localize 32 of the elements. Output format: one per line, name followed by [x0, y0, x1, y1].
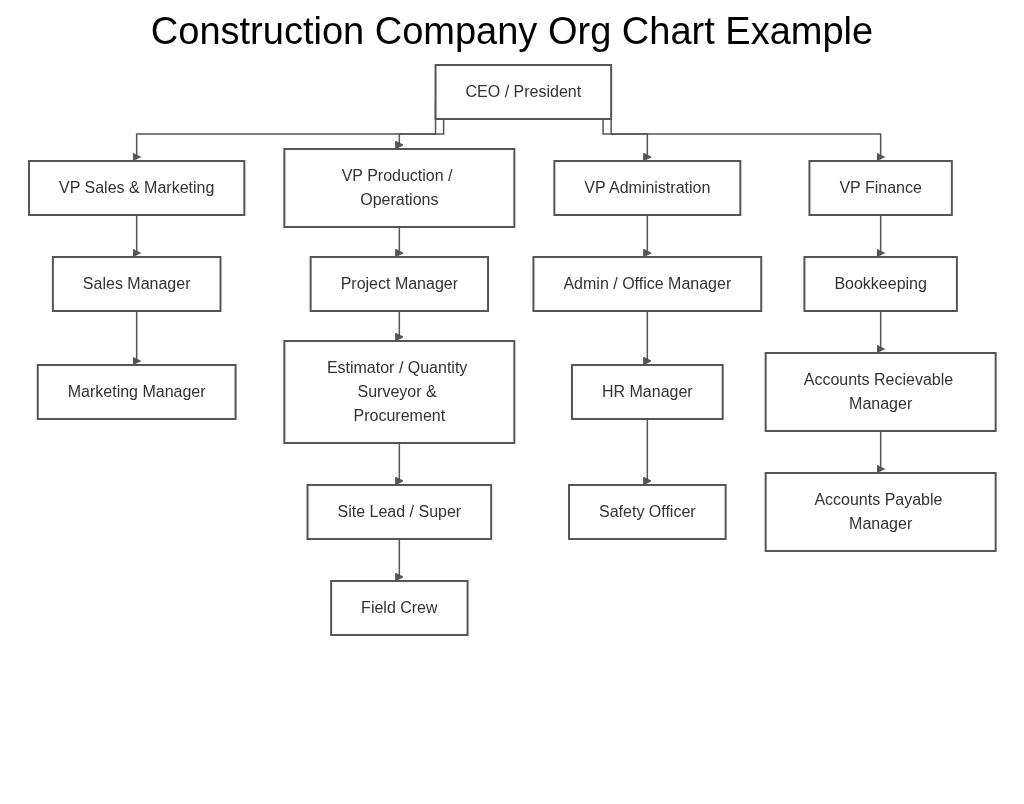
arrow: [394, 310, 404, 342]
arrow: [642, 310, 652, 366]
node-box: VP Production / Operations: [283, 148, 515, 228]
node-box: HR Manager: [570, 364, 724, 420]
arrow: [642, 214, 652, 258]
arrow: [131, 214, 141, 258]
arrow: [394, 442, 404, 486]
node-box: Accounts Payable Manager: [764, 472, 997, 552]
node-box: VP Finance: [808, 160, 953, 216]
node-box: Marketing Manager: [36, 364, 237, 420]
chart-title: Construction Company Org Chart Example: [149, 10, 875, 53]
arrow: [394, 118, 445, 150]
node-box: Site Lead / Super: [306, 484, 492, 540]
node-box: CEO / President: [434, 64, 612, 120]
arrow: [394, 538, 404, 582]
arrow: [875, 430, 885, 474]
node-box: VP Sales & Marketing: [27, 160, 245, 216]
node-box: Accounts Recievable Manager: [764, 352, 997, 432]
arrow: [394, 226, 404, 258]
node-box: Bookkeeping: [803, 256, 958, 312]
arrow: [875, 214, 885, 258]
node-box: Estimator / Quantity Surveyor & Procurement: [283, 340, 515, 444]
node-box: Field Crew: [329, 580, 469, 636]
node-box: Project Manager: [309, 256, 489, 312]
node-box: Safety Officer: [567, 484, 727, 540]
arrow: [131, 310, 141, 366]
node-box: Admin / Office Manager: [532, 256, 762, 312]
arrow: [642, 418, 652, 486]
arrow: [875, 310, 885, 354]
node-box: VP Administration: [553, 160, 741, 216]
arrow: [601, 118, 652, 162]
node-box: Sales Manager: [51, 256, 222, 312]
